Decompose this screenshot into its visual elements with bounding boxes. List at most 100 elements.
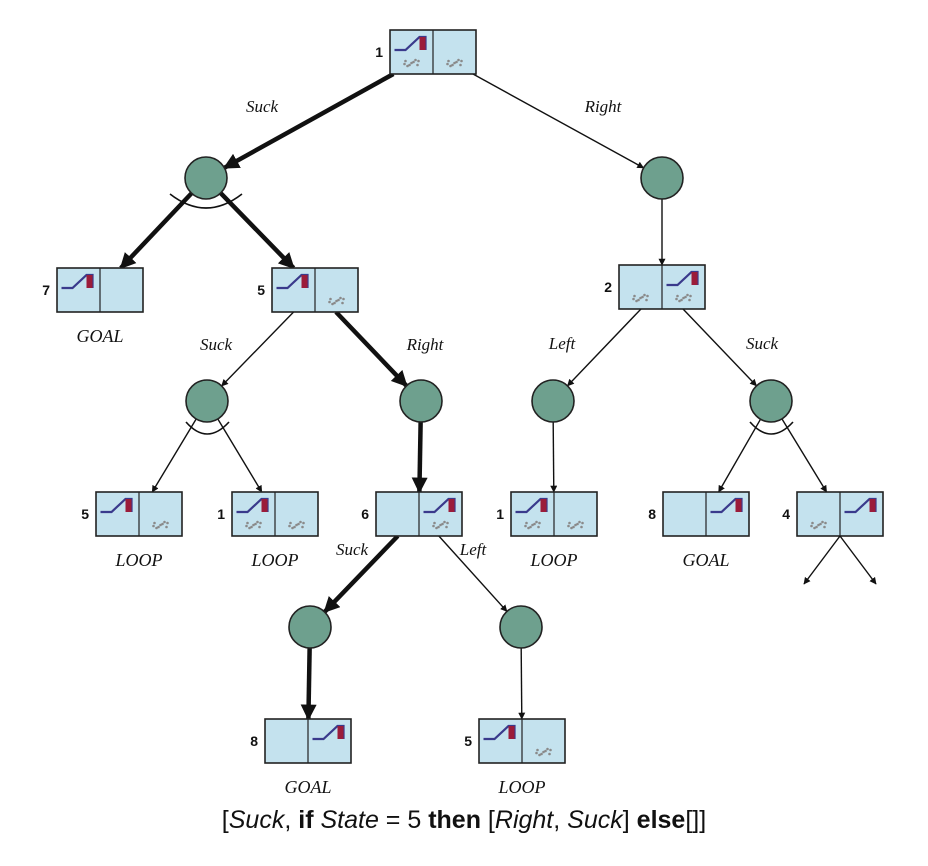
dirt-icon bbox=[675, 293, 692, 303]
edge-label-left: Left bbox=[548, 334, 577, 353]
edge-c_suck1-to-n5 bbox=[219, 191, 296, 270]
edge-n6-to-c_left6 bbox=[438, 535, 508, 612]
chance-node bbox=[185, 379, 229, 423]
state-number: 1 bbox=[375, 44, 383, 60]
vacuum-body-icon bbox=[301, 275, 308, 288]
edge-n5-to-c_right5 bbox=[334, 310, 409, 388]
dirt-icon bbox=[403, 58, 420, 68]
dirt-icon bbox=[152, 520, 169, 530]
dirt-icon bbox=[432, 520, 449, 530]
state-tag-loop: LOOP bbox=[529, 550, 577, 570]
state-number: 5 bbox=[464, 733, 472, 749]
plan-inner-open: [ bbox=[480, 806, 495, 834]
state-number: 6 bbox=[361, 506, 369, 522]
state-number: 5 bbox=[81, 506, 89, 522]
edge-c_suck2-to-n8 bbox=[718, 418, 762, 493]
edge-c_right5-to-n6 bbox=[411, 421, 428, 494]
plan-open-bracket: [ bbox=[221, 806, 229, 834]
vacuum-body-icon bbox=[869, 499, 876, 512]
state-node-1: 1 bbox=[375, 29, 477, 75]
dirt-icon bbox=[288, 520, 305, 530]
edge-n2-to-c_suck2 bbox=[682, 308, 757, 387]
plan-action-suck-2: Suck bbox=[567, 806, 623, 834]
edge-n1-to-c_right1 bbox=[472, 73, 645, 169]
and-arc-c_suck2 bbox=[749, 421, 794, 435]
vacuum-body-icon bbox=[337, 726, 344, 739]
vacuum-body-icon bbox=[735, 499, 742, 512]
vacuum-body-icon bbox=[419, 37, 426, 50]
state-number: 8 bbox=[648, 506, 656, 522]
edge-label-right: Right bbox=[584, 97, 623, 116]
state-node-5: 5 bbox=[257, 267, 359, 313]
dirt-icon bbox=[567, 520, 584, 530]
edge-n2-to-c_left2 bbox=[567, 308, 642, 387]
edge-c_left6-to-n5c bbox=[518, 647, 526, 720]
chance-node bbox=[288, 605, 332, 649]
open-branch-arrow bbox=[803, 535, 841, 585]
state-number: 2 bbox=[604, 279, 612, 295]
state-number: 8 bbox=[250, 733, 258, 749]
edge-c_suck5-to-n1b bbox=[217, 418, 263, 493]
dirt-icon bbox=[810, 520, 827, 530]
chance-node bbox=[749, 379, 793, 423]
edges bbox=[119, 72, 828, 721]
edge-label-right: Right bbox=[406, 335, 445, 354]
plan-keyword-else: else bbox=[636, 806, 686, 834]
state-number: 4 bbox=[782, 506, 790, 522]
state-tag-goal: GOAL bbox=[682, 550, 729, 570]
dirt-icon bbox=[632, 293, 649, 303]
edge-label-suck: Suck bbox=[246, 97, 279, 116]
state-tag-goal: GOAL bbox=[284, 777, 331, 797]
vacuum-body-icon bbox=[125, 499, 132, 512]
plan-state-variable: State bbox=[320, 806, 379, 834]
dirt-icon bbox=[524, 520, 541, 530]
plan-action-right: Right bbox=[494, 806, 554, 834]
vacuum-body-icon bbox=[86, 275, 93, 288]
vacuum-body-icon bbox=[508, 726, 515, 739]
edge-label-left: Left bbox=[459, 540, 488, 559]
edge-n1-to-c_suck1 bbox=[222, 72, 395, 170]
chance-node bbox=[399, 379, 443, 423]
plan-comma-2: , bbox=[553, 806, 568, 834]
dirt-icon bbox=[446, 58, 463, 68]
edge-c_suck2-to-n4 bbox=[781, 418, 828, 493]
dirt-icon bbox=[535, 747, 552, 757]
vacuum-body-icon bbox=[261, 499, 268, 512]
state-tag-loop: LOOP bbox=[497, 777, 545, 797]
state-number: 5 bbox=[257, 282, 265, 298]
plan-keyword-then: then bbox=[428, 806, 481, 834]
state-number: 7 bbox=[42, 282, 50, 298]
plan-keyword-if: if bbox=[298, 806, 314, 834]
edge-label-suck: Suck bbox=[200, 335, 233, 354]
and-arc-c_suck5 bbox=[185, 421, 230, 435]
dirt-icon bbox=[245, 520, 262, 530]
edge-c_suck5-to-n5b bbox=[151, 418, 197, 493]
vacuum-body-icon bbox=[540, 499, 547, 512]
plan-equals-five: = 5 bbox=[378, 806, 429, 834]
vacuum-body-icon bbox=[691, 272, 698, 285]
edge-label-suck: Suck bbox=[746, 334, 779, 353]
state-number: 1 bbox=[217, 506, 225, 522]
edge-label-suck: Suck bbox=[336, 540, 369, 559]
open-branches bbox=[803, 535, 877, 585]
edge-c_suck6-to-n8b bbox=[300, 647, 317, 721]
plan-action-suck: Suck bbox=[228, 806, 285, 834]
plan-inner-close: ] bbox=[622, 806, 637, 834]
plan-comma: , bbox=[284, 806, 299, 834]
edge-c_suck1-to-n7 bbox=[119, 191, 194, 270]
state-node-2: 2 bbox=[604, 264, 706, 310]
and-arc-c_suck1 bbox=[169, 193, 243, 209]
plan-tail: []] bbox=[685, 806, 707, 834]
chance-node bbox=[184, 156, 228, 200]
state-node-6: 6 bbox=[361, 491, 463, 537]
chance-node bbox=[499, 605, 543, 649]
